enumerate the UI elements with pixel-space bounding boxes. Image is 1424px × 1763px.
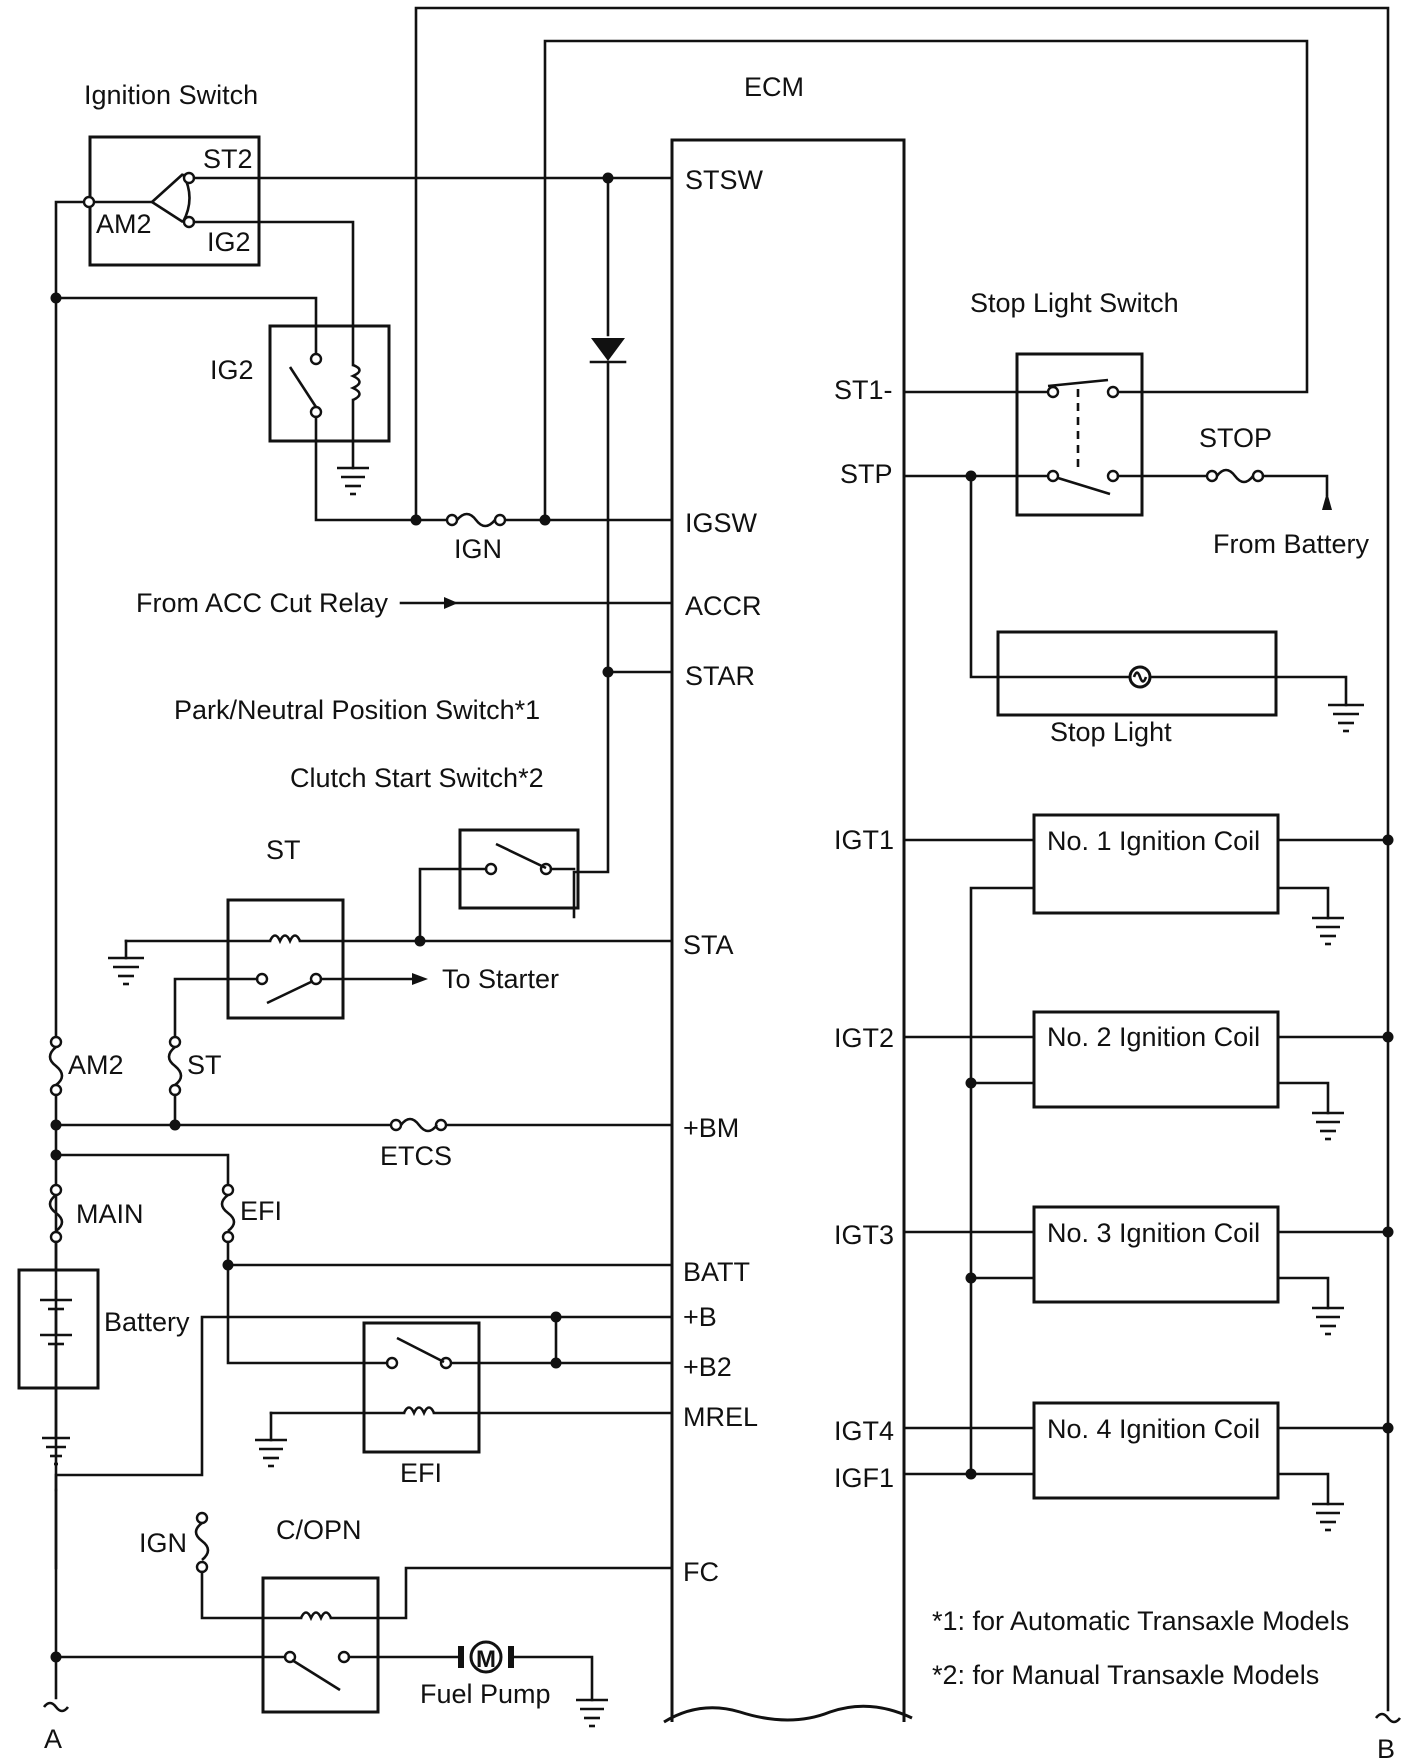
pin-igsw: IGSW — [685, 508, 758, 538]
efi-branch — [50, 1149, 674, 1365]
pn-switch-label: Park/Neutral Position Switch*1 — [174, 695, 540, 725]
battery-label: Battery — [104, 1307, 190, 1337]
coil-4 — [902, 1401, 1394, 1532]
ign2-fuse — [194, 1511, 303, 1620]
connector-a-label: A — [44, 1724, 62, 1754]
ecm-pins-left: STSW IGSW ACCR STAR STA +BM BATT +B +B2 … — [683, 165, 764, 1587]
clutch-switch-label: Clutch Start Switch*2 — [290, 763, 544, 793]
stop-fuse-label: STOP — [1199, 423, 1272, 453]
ground-icon — [576, 1698, 608, 1728]
fuel-pump-label: Fuel Pump — [420, 1679, 551, 1709]
terminal-st2: ST2 — [203, 144, 253, 174]
start-switch — [418, 828, 580, 943]
pin-stsw: STSW — [685, 165, 764, 195]
connector-b-label: B — [1377, 1734, 1395, 1763]
coil-1-label: No. 1 Ignition Coil — [1047, 826, 1260, 856]
coil-3-label: No. 3 Ignition Coil — [1047, 1218, 1260, 1248]
coil-2 — [902, 1010, 1394, 1141]
st-relay — [108, 898, 674, 1044]
battery-icon — [17, 1268, 100, 1466]
from-battery-label: From Battery — [1213, 529, 1370, 559]
ground-icon — [1328, 703, 1364, 733]
from-acc-label: From ACC Cut Relay — [136, 588, 389, 618]
efi-fuse-label: EFI — [240, 1196, 282, 1226]
coil-1 — [902, 813, 1394, 946]
pin-mrel: MREL — [683, 1402, 758, 1432]
terminal-am2: AM2 — [96, 209, 152, 239]
efi-relay-label: EFI — [400, 1458, 442, 1488]
stop-light-switch-label: Stop Light Switch — [970, 288, 1179, 318]
connector-b — [1374, 1712, 1402, 1724]
arrow-icon — [444, 597, 458, 609]
efi-relay — [255, 1321, 674, 1468]
terminal-ig2: IG2 — [207, 227, 251, 257]
pin-b: +B — [683, 1302, 717, 1332]
ground-icon — [337, 466, 369, 496]
connector-a — [42, 1488, 70, 1713]
pin-igt1: IGT1 — [834, 825, 894, 855]
ground-icon — [1312, 1502, 1344, 1532]
stop-light-label: Stop Light — [1050, 717, 1172, 747]
ig2-wire — [192, 220, 355, 367]
arrow-icon — [412, 973, 428, 985]
ignition-switch: ST2 AM2 IG2 — [82, 135, 261, 267]
stop-light-switch — [902, 352, 1209, 517]
ig2-relay-label: IG2 — [210, 355, 254, 385]
am2-fuse-label: AM2 — [68, 1050, 124, 1080]
ground-icon — [1312, 916, 1344, 946]
igf1-wire — [902, 886, 1036, 1480]
pin-fc: FC — [683, 1557, 719, 1587]
ign-fuse-label: IGN — [454, 534, 502, 564]
to-starter-label: To Starter — [442, 964, 559, 994]
left-bus — [50, 200, 318, 1039]
pin-b2: +B2 — [683, 1352, 732, 1382]
pin-igt3: IGT3 — [834, 1220, 894, 1250]
note-2: *2: for Manual Transaxle Models — [932, 1660, 1319, 1690]
svg-text:M: M — [476, 1646, 496, 1673]
stop-fuse — [1205, 468, 1332, 510]
pin-stp: STP — [840, 459, 893, 489]
top-wires — [414, 6, 1390, 1712]
bm-wire — [50, 1117, 674, 1133]
main-fuse — [48, 1183, 64, 1272]
main-fuse-label: MAIN — [76, 1199, 144, 1229]
pin-igt2: IGT2 — [834, 1023, 894, 1053]
coil-3 — [902, 1205, 1394, 1336]
ignition-switch-label: Ignition Switch — [84, 80, 258, 110]
fuel-pump-icon: M — [458, 1640, 608, 1728]
b-wires — [54, 1311, 674, 1492]
ground-icon — [1312, 1306, 1344, 1336]
ign2-fuse-label: IGN — [139, 1528, 187, 1558]
pin-accr: ACCR — [685, 591, 762, 621]
st-relay-label: ST — [266, 835, 301, 865]
pin-igf1: IGF1 — [834, 1463, 894, 1493]
pin-star: STAR — [685, 661, 755, 691]
ground-icon — [1312, 1111, 1344, 1141]
note-1: *1: for Automatic Transaxle Models — [932, 1606, 1349, 1636]
pin-batt: BATT — [683, 1257, 750, 1287]
st-fuse — [167, 1035, 183, 1127]
arrow-icon — [1322, 492, 1332, 510]
ground-icon — [255, 1438, 287, 1468]
stsw-wire — [192, 172, 674, 919]
ign-fuse — [410, 510, 551, 530]
pin-sta: STA — [683, 930, 734, 960]
ecm-pins-right: ST1- STP IGT1 IGT2 IGT3 IGT4 IGF1 — [834, 375, 894, 1493]
stop-light — [965, 470, 1364, 733]
ground-icon — [108, 956, 144, 986]
diode-icon — [591, 338, 625, 361]
ecm-box — [663, 138, 913, 1724]
pin-igt4: IGT4 — [834, 1416, 894, 1446]
ig2-relay — [268, 324, 674, 522]
coil-2-label: No. 2 Ignition Coil — [1047, 1022, 1260, 1052]
copn-relay-label: C/OPN — [276, 1515, 362, 1545]
pin-st1: ST1- — [834, 375, 893, 405]
st-fuse-label: ST — [187, 1050, 222, 1080]
coil-4-label: No. 4 Ignition Coil — [1047, 1414, 1260, 1444]
etcs-fuse-label: ETCS — [380, 1141, 452, 1171]
copn-relay — [54, 1566, 674, 1714]
pin-bm: +BM — [683, 1113, 739, 1143]
ecm-title: ECM — [744, 72, 804, 102]
